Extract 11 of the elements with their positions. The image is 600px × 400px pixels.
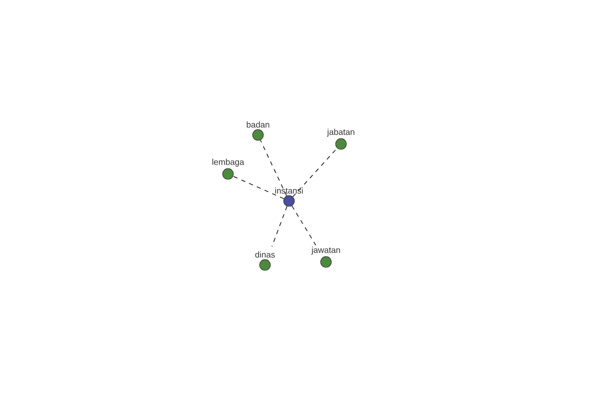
connector-line [272,206,288,247]
node-label: instansi [275,187,303,194]
connector-line [232,176,284,200]
node-label: jabatan [326,128,354,137]
node-label: dinas [255,251,275,258]
connector-line [292,148,338,198]
connector-line [292,205,316,246]
node-label: lembaga [212,158,244,167]
node-label: jawatan [311,246,340,255]
connector-line [260,140,287,196]
node-label: badan [246,121,270,128]
